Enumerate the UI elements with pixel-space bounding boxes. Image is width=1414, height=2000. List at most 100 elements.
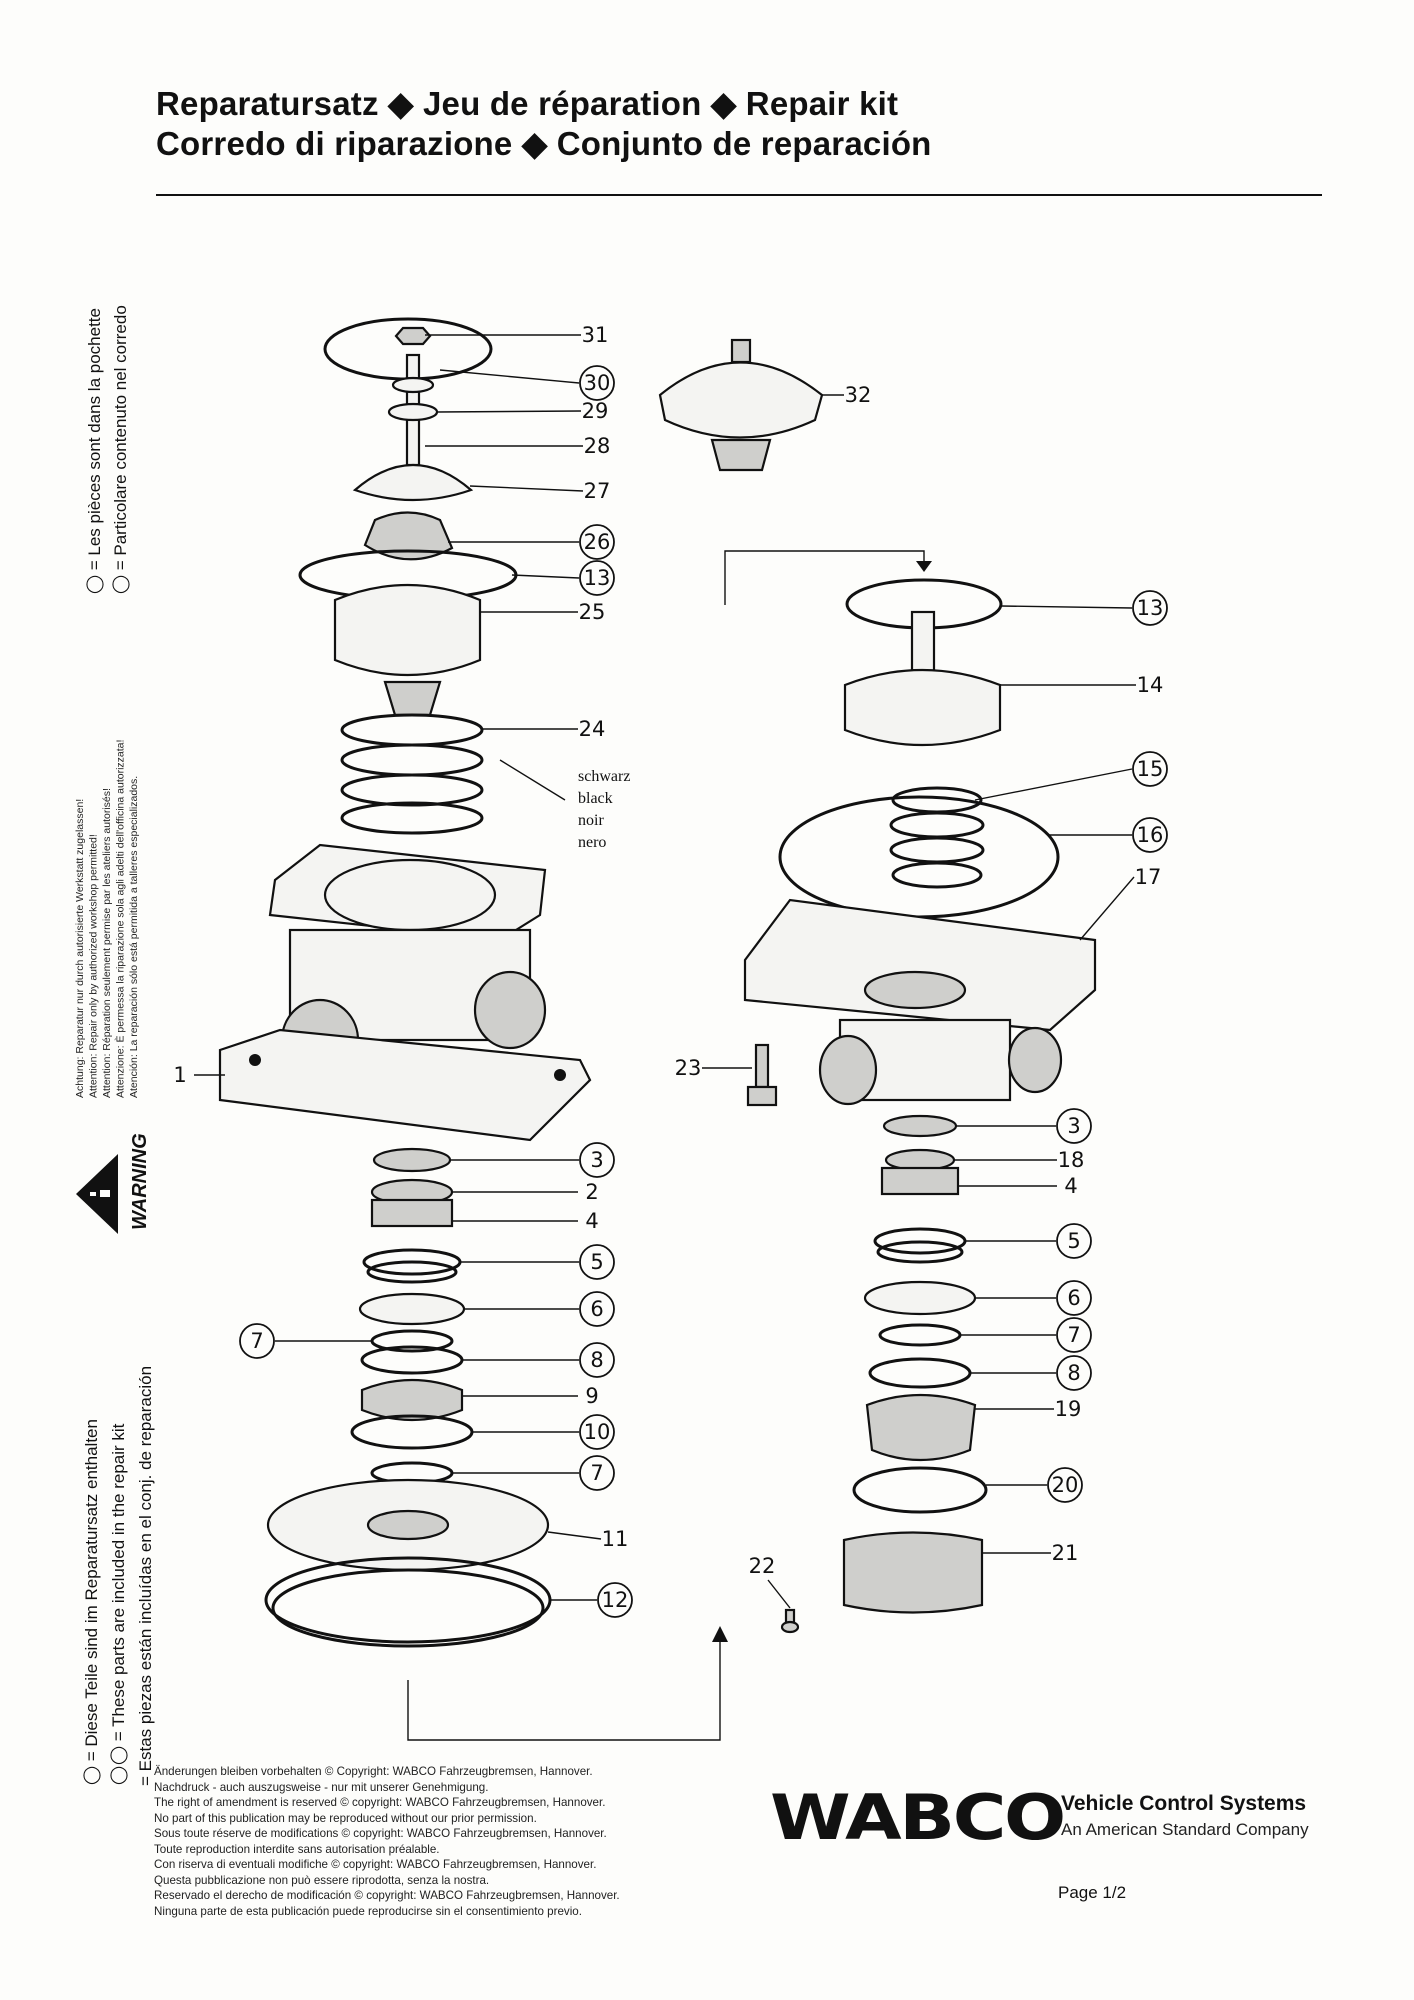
callout-21: 21 (982, 1541, 1078, 1565)
callout-8: 8 (970, 1355, 1092, 1391)
callout-label: 10 (584, 1420, 611, 1444)
callout-label: 13 (1137, 596, 1164, 620)
callout-label: 6 (590, 1297, 603, 1321)
callout-label: 14 (1137, 673, 1164, 697)
callout-label: 7 (1067, 1323, 1080, 1347)
part-22-screw (780, 1608, 800, 1634)
callout-32: 32 (822, 383, 871, 407)
lower-right-stack (842, 1114, 988, 1614)
lower-left-stack (264, 1147, 552, 1648)
leader-line (547, 1531, 602, 1540)
callout-label: 32 (845, 383, 872, 407)
title-line-2: Corredo di riparazione ◆ Conjunto de rep… (156, 125, 932, 162)
callout-label: 16 (1137, 823, 1164, 847)
callout-label: 19 (1055, 1397, 1082, 1421)
callout-11: 11 (547, 1527, 628, 1551)
part-27 (352, 463, 474, 502)
callout-6: 6 (975, 1280, 1092, 1316)
callout-label: 4 (1064, 1174, 1077, 1198)
header-divider (156, 194, 1322, 196)
callout-26: 26 (448, 524, 615, 560)
callout-7: 7 (239, 1323, 372, 1359)
callout-label: 7 (590, 1461, 603, 1485)
callout-circle (1056, 1355, 1092, 1391)
part-25-stem (383, 680, 442, 717)
callout-circle (1132, 751, 1168, 787)
callout-8: 8 (462, 1342, 615, 1378)
right-assembly (658, 338, 1097, 1634)
copyright-line: No part of this publication may be repro… (154, 1811, 537, 1825)
callout-23: 23 (675, 1056, 752, 1080)
part-30 (391, 376, 435, 394)
callout-label: 28 (584, 434, 611, 458)
callout-15: 15 (974, 751, 1168, 801)
note-line: black (578, 790, 613, 807)
callout-circle (1056, 1317, 1092, 1353)
warning-triangle-icon (76, 1154, 118, 1234)
callout-13: 13 (511, 560, 615, 596)
callout-label: 5 (1067, 1229, 1080, 1253)
callout-circle (1132, 590, 1168, 626)
copyright-line: Con riserva di eventuali modifiche © cop… (154, 1858, 597, 1871)
copyright-notice: Änderungen bleiben vorbehalten © Copyrig… (154, 1764, 620, 1919)
callout-25: 25 (480, 600, 605, 624)
part-14 (843, 668, 1002, 747)
assembly-arrows (407, 550, 932, 1741)
callout-7: 7 (452, 1455, 615, 1491)
callout-circle (1132, 817, 1168, 853)
callout-27: 27 (469, 479, 610, 503)
callout-label: 5 (590, 1250, 603, 1274)
callout-4: 4 (958, 1174, 1078, 1198)
callout-label: 25 (579, 600, 606, 624)
callout-label: 26 (584, 530, 611, 554)
callout-19: 19 (975, 1397, 1081, 1421)
part-17-housing (743, 898, 1097, 1106)
callout-label: 30 (584, 371, 611, 395)
part-1-housing (218, 843, 592, 1142)
callout-14: 14 (1000, 673, 1163, 697)
callout-circle (579, 1291, 615, 1327)
callout-31: 31 (425, 323, 608, 347)
part-26 (363, 511, 454, 561)
callout-circle (579, 1244, 615, 1280)
callout-circle (1056, 1223, 1092, 1259)
callout-12: 12 (550, 1582, 633, 1618)
callout-label: 3 (590, 1148, 603, 1172)
callout-5: 5 (460, 1244, 615, 1280)
callout-label: 15 (1137, 757, 1164, 781)
leader-line (469, 485, 584, 492)
callout-18: 18 (954, 1148, 1084, 1172)
copyright-line: The right of amendment is reserved © cop… (154, 1796, 606, 1809)
callout-circle (579, 1414, 615, 1450)
callout-label: 12 (602, 1588, 629, 1612)
part-31-nut (394, 326, 432, 346)
callout-3: 3 (450, 1142, 615, 1178)
callout-circle (1056, 1280, 1092, 1316)
callout-label: 2 (585, 1180, 598, 1204)
callout-label: 7 (250, 1329, 263, 1353)
callout-28: 28 (425, 434, 610, 458)
callout-label: 13 (584, 566, 611, 590)
callout-circle (1047, 1467, 1083, 1503)
callout-9: 9 (462, 1384, 599, 1408)
callout-24: 24 (482, 717, 605, 741)
callout-label: 9 (585, 1384, 598, 1408)
callout-label: 1 (173, 1063, 186, 1087)
part-15-spring (889, 786, 985, 889)
callout-circle (597, 1582, 633, 1618)
callout-3: 3 (956, 1108, 1092, 1144)
callout-20: 20 (986, 1467, 1083, 1503)
callouts: 3130292827261325241324567891071112321314… (173, 323, 1168, 1618)
part-23-bolt (746, 1043, 778, 1107)
callout-label: 20 (1052, 1473, 1079, 1497)
callout-circle (579, 1342, 615, 1378)
spring-color-note: schwarz black noir nero (578, 766, 630, 854)
callout-label: 22 (749, 1554, 776, 1578)
callout-1: 1 (173, 1063, 225, 1087)
callout-circle (579, 365, 615, 401)
callout-circle (579, 1142, 615, 1178)
callout-label: 24 (579, 717, 606, 741)
callout-label: 4 (585, 1209, 598, 1233)
part-25 (333, 583, 482, 677)
copyright-line: Ninguna parte de esta publicación puede … (154, 1904, 582, 1918)
